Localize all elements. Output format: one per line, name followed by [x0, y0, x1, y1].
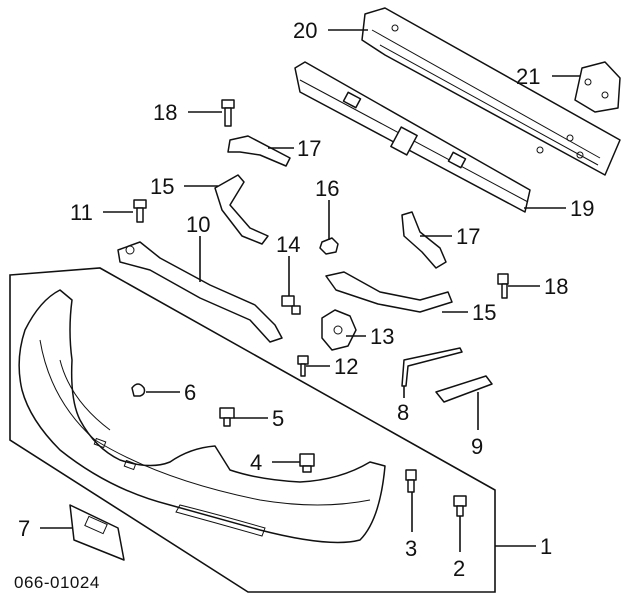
callout-17-right: 17 — [456, 224, 480, 249]
bracket-upper-left — [227, 135, 291, 167]
callout-6: 6 — [184, 380, 196, 405]
bumper-cover — [18, 289, 386, 544]
callout-2: 2 — [453, 556, 465, 581]
callout-18-right: 18 — [544, 274, 568, 299]
screw-5 — [219, 407, 235, 427]
callout-14: 14 — [276, 232, 300, 257]
bumper-cover-boundary — [9, 267, 496, 593]
callout-21: 21 — [516, 64, 540, 89]
fastener-2 — [453, 495, 467, 517]
callout-15-right: 15 — [472, 300, 496, 325]
callout-20: 20 — [293, 18, 317, 43]
callout-1: 1 — [540, 534, 552, 559]
bracket-13 — [321, 309, 357, 351]
bolt-upper — [221, 99, 235, 127]
callout-3: 3 — [405, 536, 417, 561]
bracket-right — [401, 211, 447, 269]
clip-11 — [133, 199, 147, 223]
callout-4: 4 — [250, 450, 262, 475]
callout-12: 12 — [334, 354, 358, 379]
callout-8: 8 — [397, 400, 409, 425]
bumper-reinforcement-beam — [361, 7, 621, 176]
bolt-right — [497, 273, 509, 299]
energy-absorber — [294, 61, 531, 213]
reference-code: 066-01024 — [14, 573, 100, 592]
license-plate-bracket — [69, 504, 125, 561]
callout-11: 11 — [70, 200, 93, 225]
fastener-3 — [405, 469, 417, 493]
callout-7: 7 — [18, 516, 30, 541]
callout-17-upper: 17 — [297, 136, 321, 161]
side-bracket-left — [214, 174, 269, 245]
callout-13: 13 — [370, 324, 394, 349]
callout-16: 16 — [315, 176, 339, 201]
screw-12 — [297, 355, 309, 377]
callout-9: 9 — [471, 434, 483, 459]
callout-5: 5 — [272, 406, 284, 431]
callout-18-upper: 18 — [153, 100, 177, 125]
callout-15-left: 15 — [150, 174, 174, 199]
callout-10: 10 — [186, 212, 210, 237]
clip-6 — [131, 383, 146, 397]
upper-retainer — [117, 241, 283, 343]
side-bracket-right — [325, 271, 453, 313]
nut-16 — [319, 237, 339, 255]
screw-4 — [299, 453, 315, 473]
fastener-14 — [281, 295, 301, 315]
strip-8 — [401, 347, 463, 387]
side-bracket — [574, 61, 621, 113]
callout-19: 19 — [570, 196, 594, 221]
bracket-9 — [435, 375, 493, 403]
